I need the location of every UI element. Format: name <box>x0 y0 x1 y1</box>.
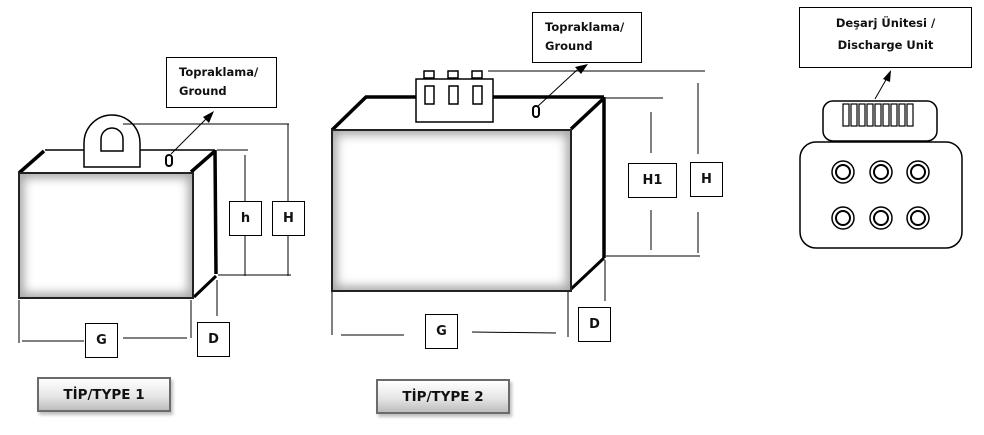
type2-ground-note: Topraklama/ Ground <box>532 12 642 63</box>
type2-dim-H: H <box>690 162 723 197</box>
type2-dimension-lines <box>331 70 705 337</box>
type1-ground-arrow-icon <box>203 111 214 123</box>
type2-ground-note-line2: Ground <box>545 39 593 53</box>
type2-front-face <box>331 129 572 292</box>
type2-ground-arrow-icon <box>575 64 588 74</box>
type1-lifting-lug-icon <box>83 114 141 168</box>
discharge-arrow-icon <box>883 70 891 82</box>
discharge-terminals <box>831 160 930 230</box>
type1-dim-G: G <box>85 323 118 358</box>
type2-ground-stud-icon <box>532 105 540 118</box>
type1-ground-note-line2: Ground <box>179 84 227 98</box>
type1-ground-stud-icon <box>165 154 173 167</box>
type1-capacitor-body <box>17 149 218 299</box>
type2-ground-note-line1: Topraklama/ <box>545 20 625 34</box>
discharge-unit-note: Deşarj Ünitesi / Discharge Unit <box>799 7 972 68</box>
discharge-note-line1: Deşarj Ünitesi / <box>835 16 936 30</box>
type2-dim-H1: H1 <box>628 163 677 198</box>
discharge-pins <box>842 103 914 127</box>
discharge-unit-icon <box>799 100 963 249</box>
type1-ground-note-line1: Topraklama/ <box>179 65 259 79</box>
type1-dim-h: h <box>229 201 262 236</box>
type1-dim-D: D <box>197 322 230 357</box>
type1-caption: TİP/TYPE 1 <box>37 377 171 412</box>
type2-caption: TİP/TYPE 2 <box>376 379 510 414</box>
type1-dim-H: H <box>272 201 305 236</box>
type1-dimension-lines <box>18 123 291 343</box>
discharge-note-line2: Discharge Unit <box>837 38 934 52</box>
type1-front-face <box>18 172 194 299</box>
type2-dim-G: G <box>425 314 458 349</box>
type2-dim-D: D <box>578 307 611 342</box>
type2-terminal-block-icon <box>415 70 494 123</box>
type1-ground-note: Topraklama/ Ground <box>166 57 277 108</box>
